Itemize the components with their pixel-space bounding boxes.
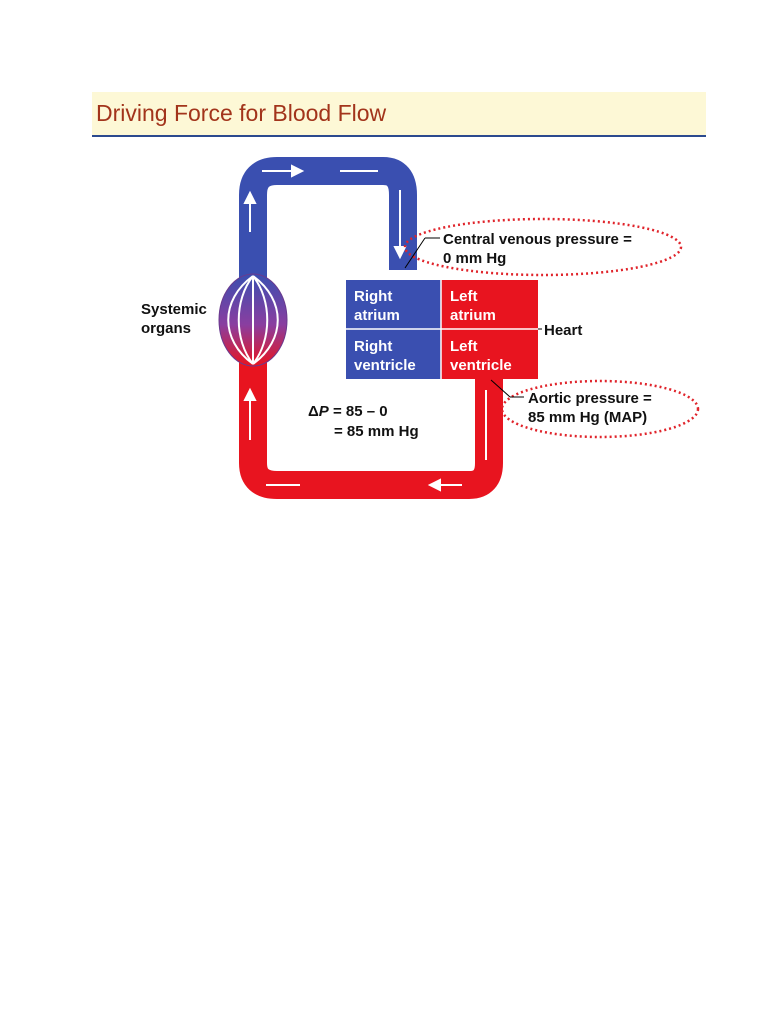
delta-symbol: Δ: [308, 403, 319, 420]
heart-label: Heart: [544, 322, 582, 339]
heart: Right atrium Left atrium Right ventricle…: [346, 280, 538, 379]
delta-equation-rest: = 85 – 0: [329, 403, 388, 420]
aortic-label-2: 85 mm Hg (MAP): [528, 409, 647, 426]
systemic-label-2: organs: [141, 320, 191, 337]
right-atrium-label-1: Right: [354, 288, 392, 305]
systemic-label-1: Systemic: [141, 301, 207, 318]
aortic-label-1: Aortic pressure =: [528, 390, 652, 407]
left-ventricle-label-1: Left: [450, 338, 478, 355]
left-ventricle-label-2: ventricle: [450, 357, 512, 374]
systemic-organs-capillary-bed: [219, 274, 287, 366]
right-atrium-label-2: atrium: [354, 307, 400, 324]
central-venous-label-2: 0 mm Hg: [443, 250, 506, 267]
right-ventricle-label-1: Right: [354, 338, 392, 355]
venous-vessel: [253, 171, 403, 295]
central-venous-label-1: Central venous pressure =: [443, 231, 632, 248]
delta-p-equation-line-2: = 85 mm Hg: [334, 423, 419, 440]
left-atrium-label-1: Left: [450, 288, 478, 305]
left-atrium-label-2: atrium: [450, 307, 496, 324]
right-ventricle-label-2: ventricle: [354, 357, 416, 374]
delta-p-equation-line-1: ΔP = 85 – 0: [308, 403, 388, 420]
